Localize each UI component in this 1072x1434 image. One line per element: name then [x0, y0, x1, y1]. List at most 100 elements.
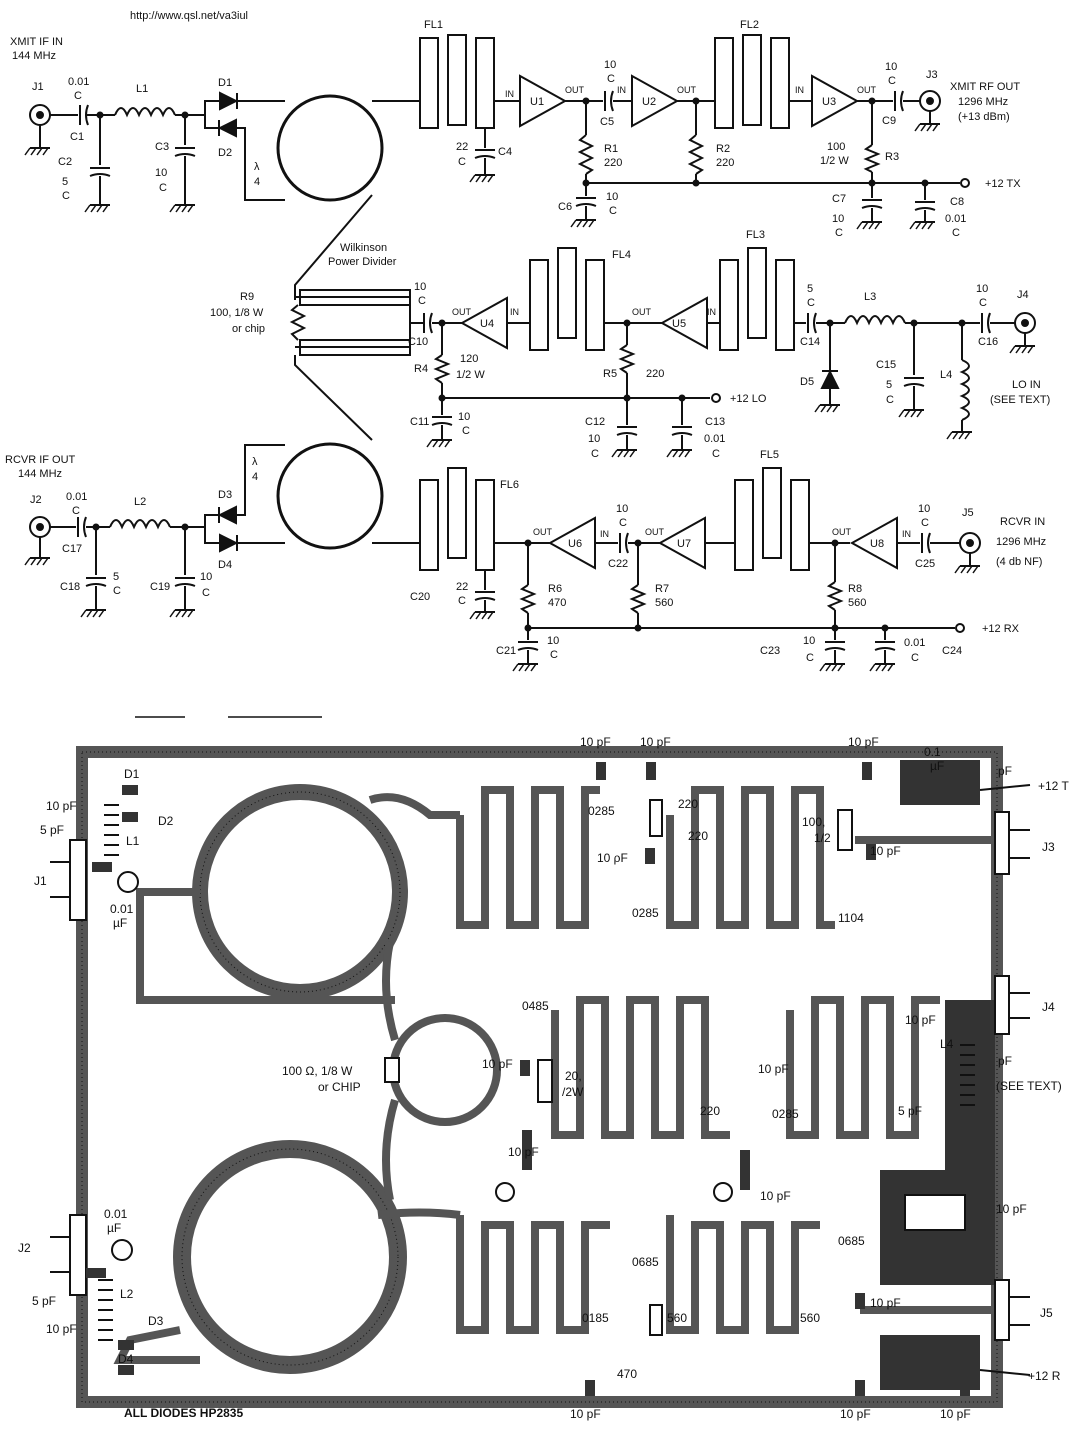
r7-resistor — [629, 584, 647, 614]
pcb-pf10-c12: 10 pF — [760, 1189, 791, 1203]
d4-diode — [219, 533, 239, 553]
tx-hybrid-ring — [276, 94, 384, 202]
lo-via-left — [495, 1182, 515, 1202]
pcb-0285a: 0285 — [588, 804, 615, 818]
pcb-pf10-c3: 10 pF — [46, 799, 77, 813]
pcb-0485: 0485 — [522, 999, 549, 1013]
c-0p01-tx-pcb — [117, 871, 139, 893]
l3-inductor — [844, 315, 906, 326]
u7-out-label: OUT — [645, 527, 665, 537]
pcb-l1: L1 — [126, 834, 140, 848]
c21-unit: C — [550, 649, 558, 661]
pcb-r100: 100, — [802, 815, 825, 829]
u7-label: U7 — [677, 538, 691, 550]
pcb-pf-c8: pF — [998, 764, 1012, 778]
wilkinson-label: Wilkinson — [340, 242, 387, 254]
j2-pcb-connector — [69, 1214, 87, 1296]
pcb-1104: 1104 — [838, 911, 864, 925]
pcb-pf10-c10: 10 pF — [482, 1057, 513, 1071]
c8-unit: C — [952, 227, 960, 239]
pcb-10pf-short: 10 ρF — [597, 851, 628, 865]
c21-capacitor — [517, 641, 539, 651]
c12-value: 10 — [588, 433, 600, 445]
u3-out-label: OUT — [857, 85, 877, 95]
c23-unit: C — [806, 652, 814, 664]
j3-label: J3 — [926, 69, 938, 81]
c25-value: 10 — [918, 503, 930, 515]
schematic — [24, 34, 1036, 672]
pcb-pf10-c6: 10 pF — [640, 735, 671, 749]
c9-unit: C — [888, 75, 896, 87]
c16-label: C16 — [978, 336, 998, 348]
r9-pcb-chip — [384, 1057, 400, 1083]
fl2-label: FL2 — [740, 19, 759, 31]
pcb-d1: D1 — [124, 767, 140, 781]
u8-in-label: IN — [902, 529, 911, 539]
pcb-d3: D3 — [148, 1314, 164, 1328]
fl5-label: FL5 — [760, 449, 779, 461]
c15-unit: C — [886, 394, 894, 406]
c1-capacitor — [79, 104, 89, 126]
pcb-0685b: 0685 — [838, 1234, 865, 1248]
c18-value: 5 — [113, 571, 119, 583]
c11-capacitor — [431, 416, 453, 426]
c15-capacitor — [903, 377, 925, 387]
c10-value: 10 — [414, 281, 426, 293]
c13-label: C13 — [705, 416, 725, 428]
lambda-rx: λ — [252, 456, 258, 468]
pcb-or-chip: or CHIP — [318, 1080, 361, 1094]
j1-pcb-connector — [69, 839, 87, 921]
fl1-filter — [419, 34, 495, 129]
c1-label: C1 — [70, 131, 84, 143]
lo-ground-area — [945, 1000, 995, 1175]
c7-capacitor — [861, 199, 883, 209]
c16-capacitor — [981, 312, 991, 334]
rx-hybrid-ring — [276, 442, 384, 550]
c8-capacitor — [914, 201, 936, 211]
c4-value: 22 — [456, 141, 468, 153]
r8-value: 560 — [848, 597, 866, 609]
c9-capacitor — [894, 90, 904, 112]
c12-capacitor — [616, 426, 638, 436]
c1-value: 0.01 — [68, 76, 89, 88]
r5-label: R5 — [603, 368, 617, 380]
r8-resistor — [826, 581, 844, 611]
c17-unit: C — [72, 505, 80, 517]
c18-capacitor — [85, 577, 107, 587]
c20-value: 22 — [456, 581, 468, 593]
source-url: http://www.qsl.net/va3iul — [130, 10, 249, 22]
j2-connector — [24, 516, 51, 566]
r1-pcb-resistor — [649, 799, 663, 837]
c19-unit: C — [202, 587, 210, 599]
c16-unit: C — [979, 297, 987, 309]
pcb-plus12r: +12 R — [1028, 1369, 1061, 1383]
pcb-uf001-rx: 0.01 — [104, 1207, 128, 1221]
u6-label: U6 — [568, 538, 582, 550]
r2-resistor — [687, 134, 705, 175]
u1-out-label: OUT — [565, 85, 585, 95]
xmit-if-in-label: XMIT IF IN — [10, 36, 63, 48]
xmit-rf-power-label: (+13 dBm) — [958, 111, 1010, 123]
c25-unit: C — [921, 517, 929, 529]
r1-label: R1 — [604, 143, 618, 155]
c4-label: C4 — [498, 146, 512, 158]
pcb-pf10-c13: 10 pF — [996, 1202, 1027, 1216]
r6-value: 470 — [548, 597, 566, 609]
c14-capacitor — [807, 312, 817, 334]
tx-filter-meander — [456, 786, 600, 929]
u5-label: U5 — [672, 318, 686, 330]
c11-label: C11 — [410, 416, 429, 428]
l1-pcb-coil — [104, 804, 119, 856]
c13-unit: C — [712, 448, 720, 460]
c-0p01-rx-pcb — [111, 1239, 133, 1261]
c8-label: C8 — [950, 196, 964, 208]
j4-connector — [1009, 312, 1036, 354]
c14-value: 5 — [807, 283, 813, 295]
d3-diode — [217, 505, 237, 525]
r2-label: R2 — [716, 143, 730, 155]
pcb-220b: 220 — [688, 829, 708, 843]
j1-label: J1 — [32, 81, 44, 93]
plus12lo-label: +12 LO — [730, 393, 767, 405]
c11-value: 10 — [458, 411, 470, 423]
